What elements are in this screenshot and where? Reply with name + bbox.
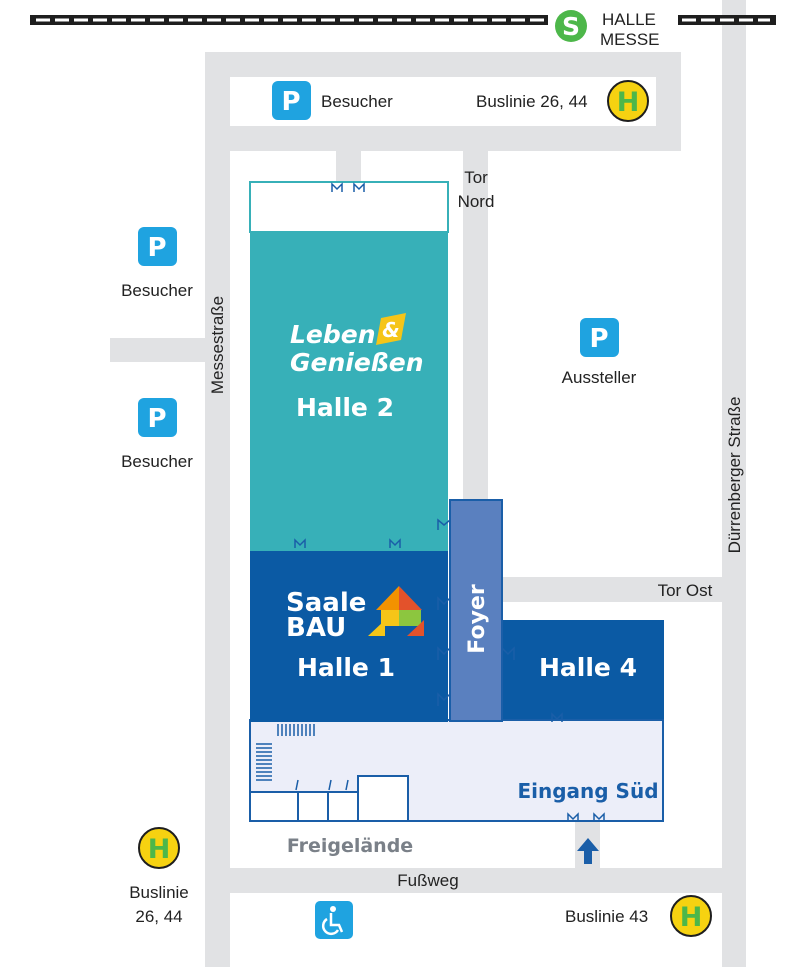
stairs-left: [256, 743, 272, 781]
svg-text:P: P: [281, 87, 300, 117]
annex-top-band: [250, 712, 448, 722]
hall2-label: Halle 2: [296, 393, 394, 422]
bus-stop-icon-bottom-left: H: [138, 827, 180, 869]
road-to-hall2: [336, 126, 361, 184]
bus-bottom-left-line2: 26, 44: [135, 907, 182, 926]
arrow-up-icon: [577, 838, 599, 864]
annex-rooms: [249, 775, 409, 822]
stairs-top: [277, 724, 315, 736]
bus-top-label: Buslinie 26, 44: [476, 92, 588, 111]
foyer-label: Foyer: [465, 584, 490, 654]
parking-icon-top: P: [272, 81, 311, 120]
road-left-stub: [110, 338, 230, 362]
svg-text:S: S: [562, 12, 580, 41]
outdoor-area-label: Freigelände: [287, 835, 413, 857]
hall4: [500, 620, 664, 720]
parking-left-lower-label: Besucher: [121, 452, 193, 471]
parking-aussteller-label: Aussteller: [562, 368, 637, 387]
s-bahn-icon: S: [555, 10, 587, 42]
bus-stop-icon-top: H: [607, 80, 649, 122]
bus-bottom-right-label: Buslinie 43: [565, 907, 648, 926]
hall2: [250, 232, 448, 551]
ampersand-badge: &: [376, 313, 406, 345]
hall1-label: Halle 1: [297, 653, 395, 682]
gate-north-line1: Tor: [464, 168, 488, 187]
station-name-line2: MESSE: [600, 30, 660, 49]
saalebau-house-logo: [368, 586, 424, 636]
street-messestrasse: Messestraße: [208, 296, 227, 394]
hall4-label: Halle 4: [539, 653, 637, 682]
parking-icon-aussteller: P: [580, 318, 619, 357]
svg-text:H: H: [680, 902, 703, 933]
svg-text:H: H: [148, 834, 171, 865]
road-top: [205, 52, 681, 77]
parking-icon-left-upper: P: [138, 227, 177, 266]
gate-north-line2: Nord: [458, 192, 495, 211]
svg-text:P: P: [589, 324, 608, 354]
roads: [110, 0, 746, 967]
svg-text:&: &: [382, 318, 399, 342]
svg-text:H: H: [617, 87, 640, 118]
hall2-north-annex: [249, 181, 449, 233]
road-top-inner: [205, 126, 681, 151]
road-duerrenberger: [722, 0, 746, 967]
hall1-brand-line2: BAU: [286, 613, 346, 643]
road-messestrasse: [205, 126, 230, 967]
svg-text:P: P: [147, 404, 166, 434]
parking-left-upper-label: Besucher: [121, 281, 193, 300]
station-name-line1: HALLE: [602, 10, 656, 29]
parking-icon-left-lower: P: [138, 398, 177, 437]
hall1-brand-line1: Saale: [286, 588, 366, 618]
bus-bottom-left-line1: Buslinie: [129, 883, 189, 902]
wheelchair-icon: [315, 901, 353, 939]
road-tor-nord: [463, 126, 488, 503]
gate-east-label: Tor Ost: [658, 581, 713, 600]
bus-stop-icon-bottom-right: H: [670, 895, 712, 937]
street-duerrenberger: Dürrenberger Straße: [725, 397, 744, 554]
road-tor-ost: [502, 577, 746, 602]
south-entrance-label: Eingang Süd: [517, 779, 658, 803]
street-fussweg: Fußweg: [397, 871, 458, 890]
svg-text:P: P: [147, 233, 166, 263]
foyer: [449, 499, 503, 722]
road-fussweg: [205, 868, 746, 893]
door-markers: [294, 182, 605, 822]
parking-top-label: Besucher: [321, 92, 393, 111]
hall2-brand-line2: Genießen: [290, 348, 424, 377]
hall2-brand-line1: Leben: [290, 320, 376, 349]
